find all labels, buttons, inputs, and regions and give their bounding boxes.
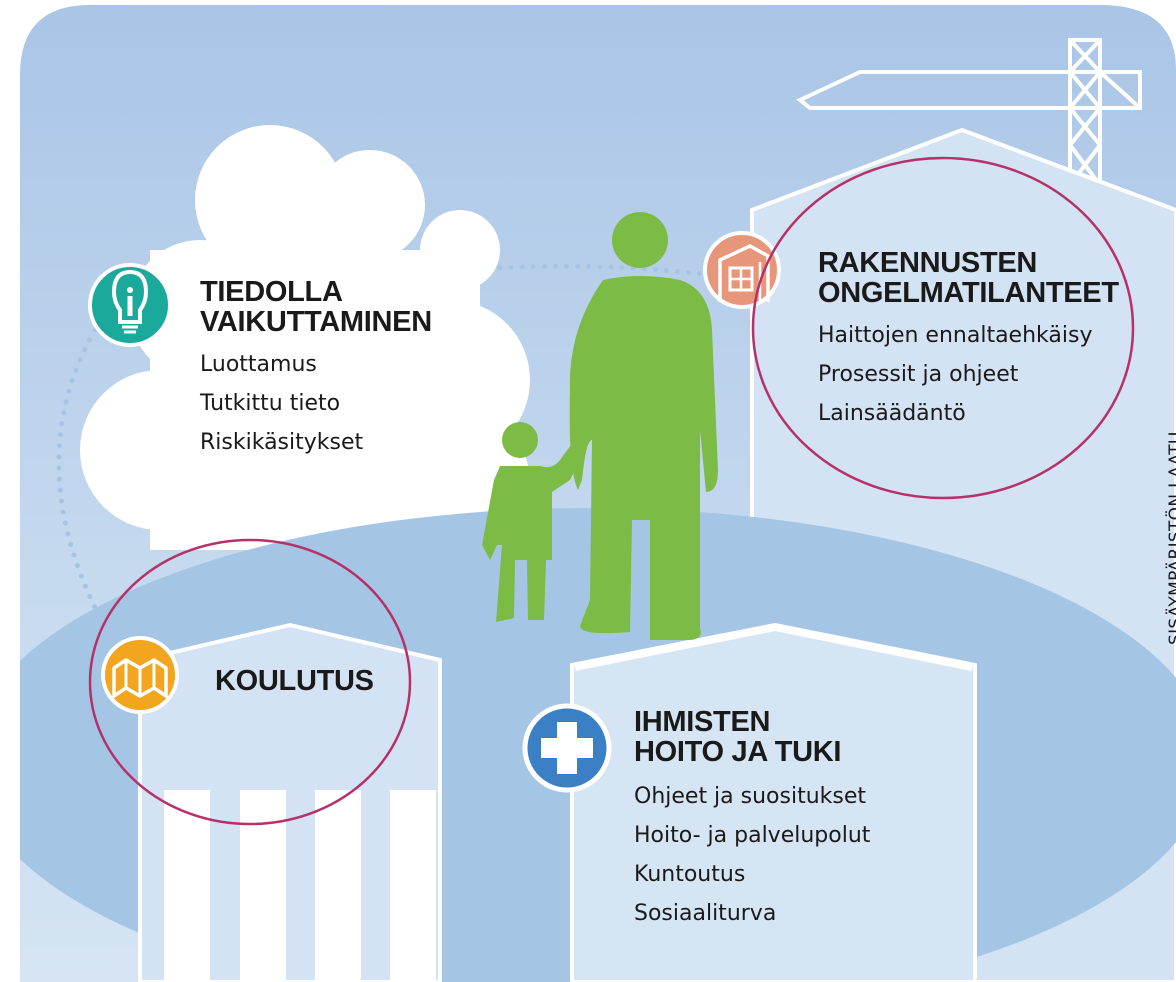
medical-cross-icon — [522, 703, 612, 793]
ihmisten-title-line1: IHMISTEN — [634, 706, 771, 738]
building-icon — [703, 231, 781, 309]
ihmisten-item: Ohjeet ja suositukset — [634, 784, 867, 809]
center-building-inner — [574, 624, 973, 671]
rakennusten-item: Prosessit ja ohjeet — [818, 362, 1019, 387]
connector-dots — [56, 263, 1061, 748]
ihmisten-item: Kuntoutus — [634, 862, 746, 887]
map-icon — [101, 636, 179, 714]
side-label: SISÄYMPÄRISTÖN LAATU — [1166, 431, 1176, 645]
child-figure — [482, 422, 590, 622]
tiedolla-title-line2: VAIKUTTAMINEN — [200, 306, 432, 338]
tiedolla-section: TIEDOLLA VAIKUTTAMINEN Luottamus Tutkitt… — [200, 277, 432, 462]
rakennusten-section: RAKENNUSTEN ONGELMATILANTEET Haittojen e… — [818, 248, 1119, 433]
rakennusten-item: Haittojen ennaltaehkäisy — [818, 323, 1093, 348]
adult-figure — [569, 212, 718, 640]
rakennusten-title-line2: ONGELMATILANTEET — [818, 277, 1119, 309]
tiedolla-item: Riskikäsitykset — [200, 430, 364, 455]
ihmisten-item: Sosiaaliturva — [634, 901, 777, 926]
ihmisten-section: IHMISTEN HOITO JA TUKI Ohjeet ja suositu… — [634, 707, 870, 933]
rakennusten-title-line1: RAKENNUSTEN — [818, 247, 1038, 279]
highlight-circle-rakennusten — [751, 156, 1135, 500]
rakennusten-item: Lainsäädäntö — [818, 401, 966, 426]
ihmisten-item: Hoito- ja palvelupolut — [634, 823, 871, 848]
tiedolla-title-line1: TIEDOLLA — [200, 276, 343, 308]
tiedolla-item: Tutkittu tieto — [200, 391, 341, 416]
lightbulb-info-icon — [88, 263, 172, 347]
koulutus-section: KOULUTUS — [215, 666, 374, 696]
tiedolla-item: Luottamus — [200, 352, 317, 377]
center-building — [570, 622, 977, 982]
cloud-shape — [80, 125, 530, 550]
highlight-circle-koulutus — [88, 538, 412, 826]
left-building — [138, 622, 442, 982]
ihmisten-title-line2: HOITO JA TUKI — [634, 736, 842, 768]
koulutus-title: KOULUTUS — [215, 665, 374, 697]
